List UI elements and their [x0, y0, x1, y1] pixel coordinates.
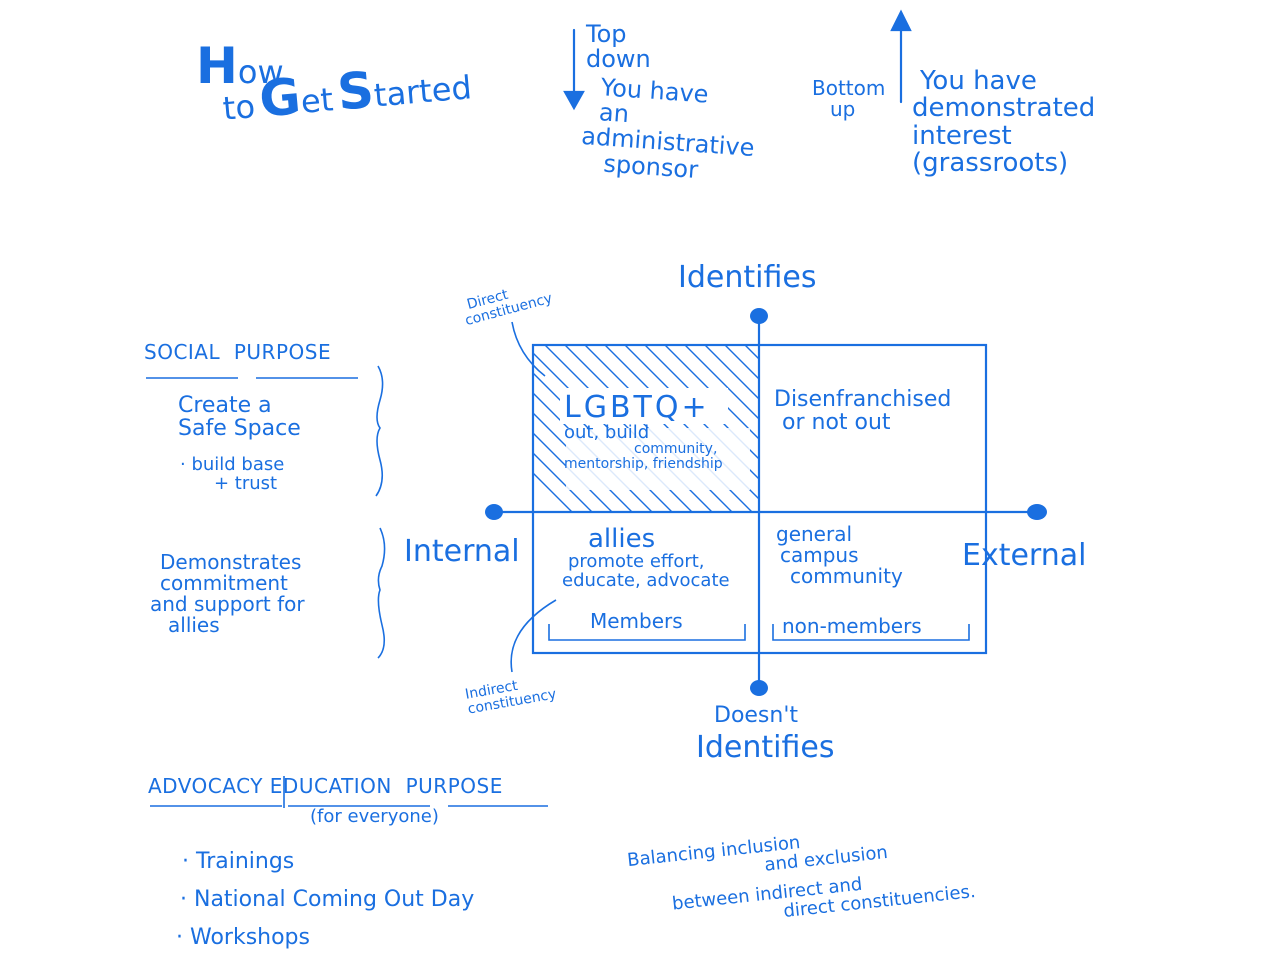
axis-label-bottom-line-2: Identifies [696, 730, 835, 765]
topdown-arrowhead [563, 90, 585, 111]
nonmembers-label: non-members [782, 614, 922, 638]
axis-dot-right [1027, 504, 1047, 520]
social-purpose-heading: SOCIAL PURPOSE [144, 340, 332, 364]
axis-label-left: Internal [404, 534, 520, 569]
bottomup-arrowhead [890, 9, 912, 32]
topdown-description: You have an administrative sponsor [580, 73, 756, 184]
social-brace-top [375, 365, 384, 497]
advocacy-item-trainings: · Trainings [182, 849, 295, 874]
axis-dot-left [485, 504, 503, 520]
social-item-build-base: · build base+ trust [180, 454, 285, 494]
quadrant-bottom-left: allies promote effort, educate, advocate [562, 524, 730, 592]
axis-dot-top [750, 308, 768, 324]
social-brace-bottom [377, 527, 386, 659]
members-label: Members [590, 609, 683, 633]
quadrant-top-left: LGBTQ+ out, build community, mentorship,… [564, 390, 723, 473]
advocacy-item-coming-out-day: · National Coming Out Day [180, 887, 475, 912]
advocacy-subheading: (for everyone) [310, 806, 439, 827]
page-title: How [196, 37, 284, 95]
axis-endpoints [485, 308, 1047, 696]
quadrant-top-right: Disenfranchised or not out [774, 387, 952, 436]
members-bracket [548, 624, 746, 641]
axis-label-right: External [962, 538, 1087, 573]
social-item-allies: Demonstrates commitment and support for … [150, 550, 305, 637]
bottomup-description: You have demonstrated interest (grassroo… [912, 66, 1096, 178]
axis-label-top: Identifies [678, 260, 817, 295]
advocacy-heading: ADVOCACY EDUCATION PURPOSE [148, 774, 503, 798]
nonmembers-bracket [772, 624, 970, 641]
axis-dot-bottom [750, 680, 768, 696]
direct-pointer [511, 321, 546, 377]
advocacy-item-workshops: · Workshops [176, 925, 310, 950]
indirect-pointer [510, 599, 557, 673]
axis-label-bottom-line-1: Doesn't [714, 703, 799, 728]
quadrant-bottom-right: general campus community [776, 522, 903, 588]
